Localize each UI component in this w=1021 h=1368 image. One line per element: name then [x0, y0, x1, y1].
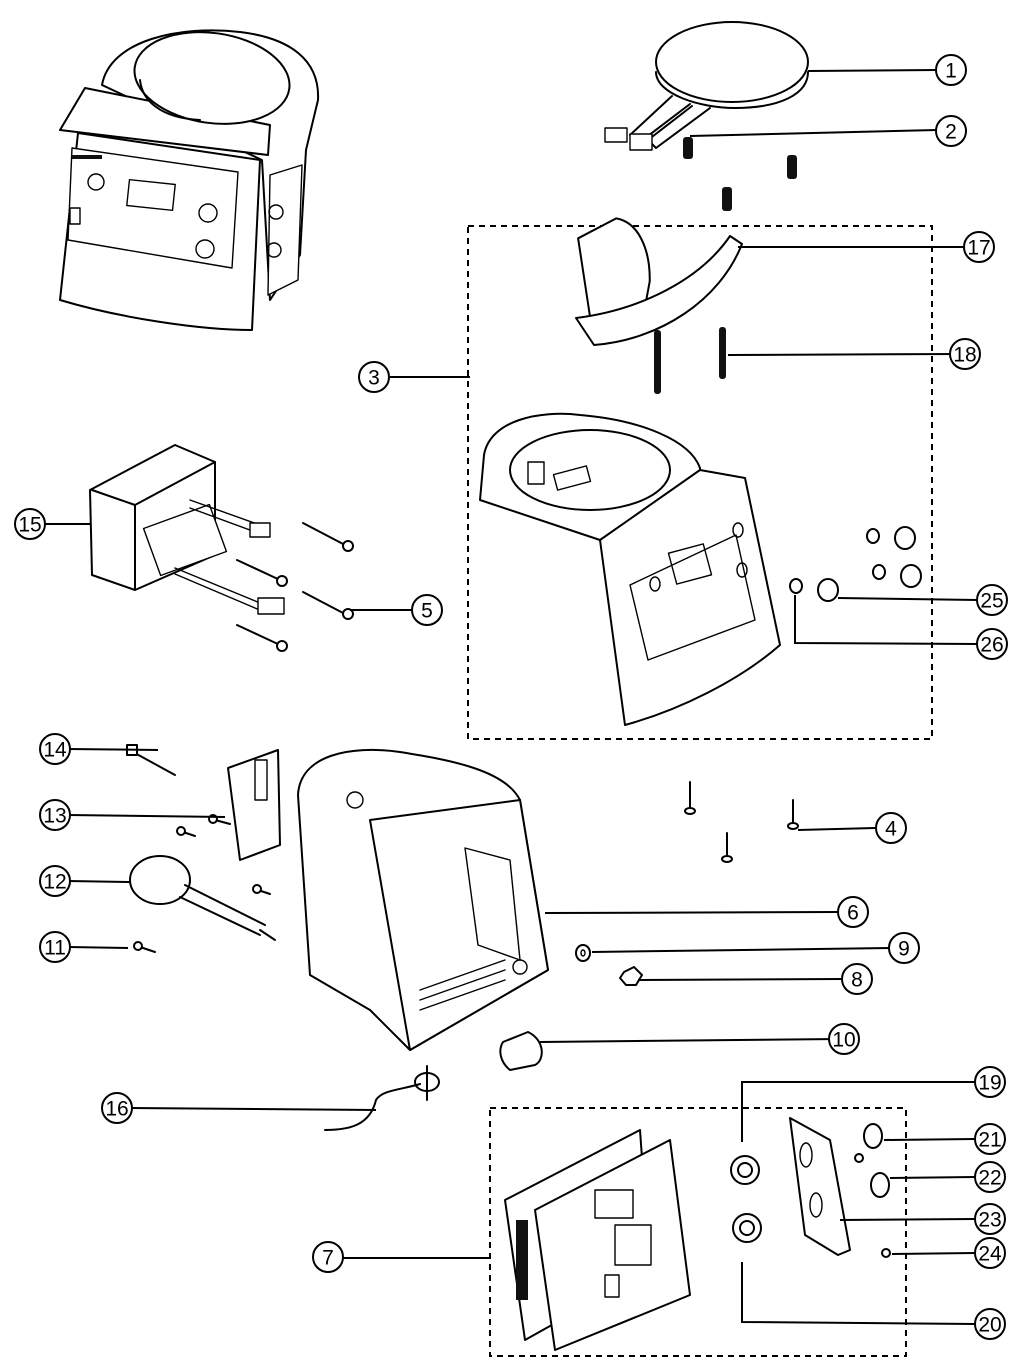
callout-3: 3	[358, 361, 390, 393]
callout-label: 3	[368, 367, 380, 390]
callout-label: 13	[43, 805, 66, 828]
callout-8: 8	[841, 963, 873, 995]
callout-label: 21	[978, 1129, 1001, 1152]
callout-label: 1	[945, 60, 957, 83]
callout-label: 24	[978, 1243, 1002, 1266]
callout-16: 16	[101, 1092, 133, 1124]
callout-22: 22	[974, 1161, 1006, 1193]
callout-18: 18	[949, 338, 981, 370]
pcb-assembly-boundary	[489, 1107, 907, 1357]
callout-6: 6	[837, 896, 869, 928]
callout-label: 7	[322, 1247, 334, 1270]
part-top-cover	[479, 217, 781, 726]
part-bushings	[789, 526, 922, 602]
part-pins-4	[684, 781, 799, 863]
callout-15: 15	[14, 508, 46, 540]
callout-20: 20	[974, 1308, 1006, 1340]
callout-7: 7	[312, 1241, 344, 1273]
callout-21: 21	[974, 1123, 1006, 1155]
callout-4: 4	[875, 812, 907, 844]
callout-26: 26	[976, 628, 1008, 660]
callout-1: 1	[935, 54, 967, 86]
callout-label: 9	[898, 938, 910, 961]
callout-label: 8	[851, 969, 863, 992]
callout-13: 13	[39, 799, 71, 831]
callout-label: 12	[43, 871, 66, 894]
callout-label: 23	[978, 1209, 1001, 1232]
leader-lines	[38, 69, 978, 1325]
assembled-unit-illustration	[59, 29, 320, 331]
part-springs	[683, 137, 797, 211]
callout-2: 2	[935, 115, 967, 147]
callout-5: 5	[411, 594, 443, 626]
callout-17: 17	[963, 231, 995, 263]
callout-23: 23	[974, 1203, 1006, 1235]
callout-label: 15	[18, 514, 41, 537]
callout-label: 20	[978, 1314, 1001, 1337]
callout-24: 24	[974, 1237, 1006, 1269]
callout-label: 25	[980, 590, 1003, 613]
part-sensor	[324, 1065, 440, 1131]
callout-label: 14	[43, 739, 67, 762]
callout-label: 16	[105, 1098, 128, 1121]
part-screws-5	[236, 522, 354, 652]
callout-25: 25	[976, 584, 1008, 616]
callout-9: 9	[888, 932, 920, 964]
callout-label: 17	[967, 237, 990, 260]
part-transformer	[89, 444, 285, 615]
part-bracket-grommets	[789, 1117, 891, 1258]
callout-label: 5	[421, 600, 433, 623]
callout-label: 10	[832, 1029, 855, 1052]
callout-label: 4	[885, 818, 897, 841]
part-pcb	[504, 1129, 691, 1351]
part-connectors	[730, 1155, 762, 1243]
part-base-housing	[297, 748, 549, 1051]
callout-label: 19	[978, 1072, 1001, 1095]
callout-label: 11	[44, 937, 66, 960]
part-heater-plate	[604, 21, 809, 151]
callout-label: 2	[945, 121, 957, 144]
part-fasteners-and-plug	[126, 744, 281, 953]
callout-19: 19	[974, 1066, 1006, 1098]
callout-12: 12	[39, 865, 71, 897]
callout-10: 10	[828, 1023, 860, 1055]
callout-label: 6	[847, 902, 859, 925]
callout-label: 22	[978, 1167, 1001, 1190]
top-cover-assembly-boundary	[467, 225, 933, 740]
part-washer-nut-sleeve	[499, 944, 643, 1071]
callout-11: 11	[39, 931, 71, 963]
callout-label: 18	[953, 344, 976, 367]
callout-14: 14	[39, 733, 71, 765]
callout-label: 26	[980, 634, 1003, 657]
